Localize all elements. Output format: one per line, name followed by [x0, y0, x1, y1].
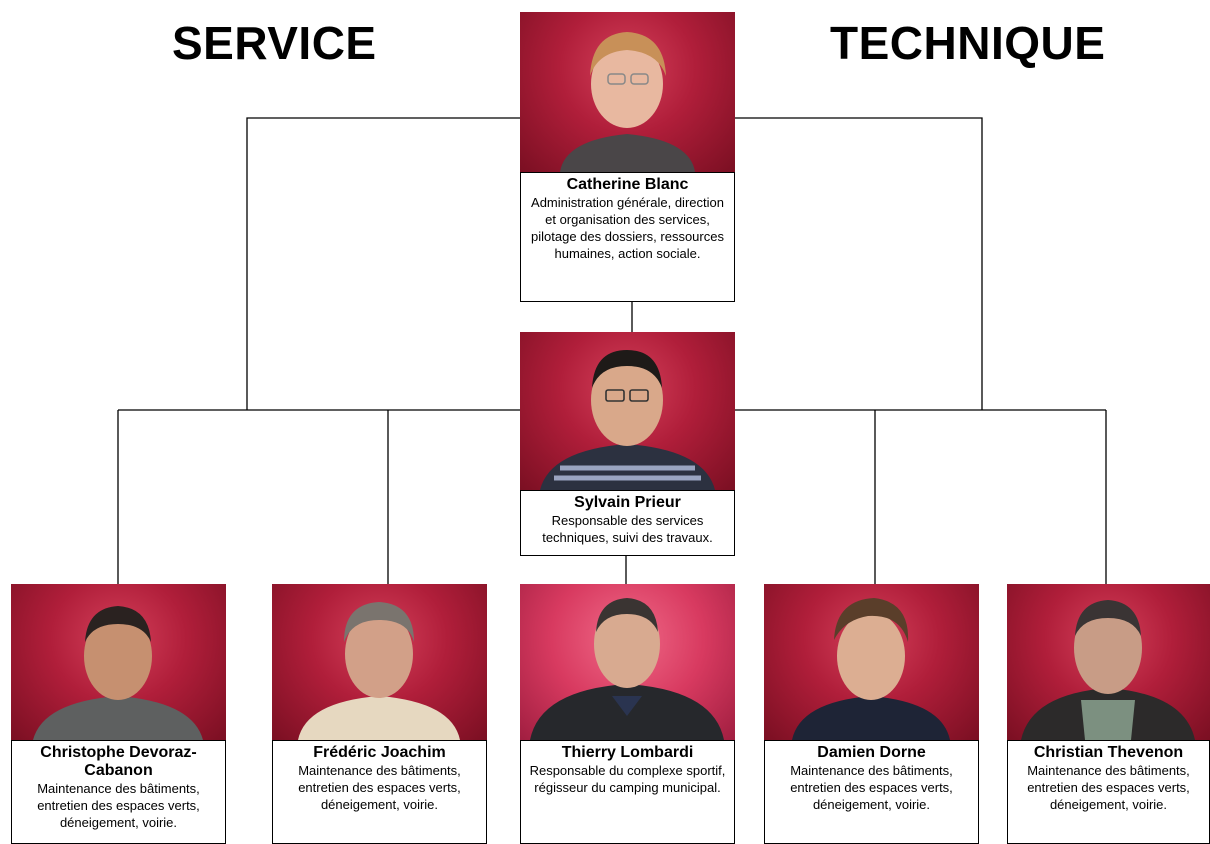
caption-staff-4: Damien Dorne Maintenance des bâtiments, …: [764, 740, 979, 844]
person-role: Maintenance des bâtiments, entretien des…: [37, 781, 200, 830]
person-name: Damien Dorne: [817, 744, 926, 761]
person-role: Maintenance des bâtiments, entretien des…: [1027, 763, 1190, 812]
photo-director: [520, 12, 735, 172]
photo-staff-1: [11, 584, 226, 740]
person-role: Responsable du complexe sportif, régisse…: [529, 763, 726, 795]
photo-staff-5: [1007, 584, 1210, 740]
person-name: Sylvain Prieur: [574, 494, 681, 511]
connector-director-right: [735, 117, 983, 410]
caption-manager: Sylvain Prieur Responsable des services …: [520, 490, 735, 556]
person-name: Frédéric Joachim: [313, 744, 446, 761]
caption-staff-2: Frédéric Joachim Maintenance des bâtimen…: [272, 740, 487, 844]
photo-manager: [520, 332, 735, 490]
person-name: Christophe Devoraz-Cabanon: [40, 744, 197, 779]
person-role: Administration générale, direction et or…: [531, 195, 724, 261]
caption-staff-1: Christophe Devoraz-Cabanon Maintenance d…: [11, 740, 226, 844]
caption-director: Catherine Blanc Administration générale,…: [520, 172, 735, 302]
photo-staff-3: [520, 584, 735, 740]
person-role: Responsable des services techniques, sui…: [542, 513, 713, 545]
title-technique: TECHNIQUE: [830, 17, 1106, 69]
photo-staff-4: [764, 584, 979, 740]
title-service: SERVICE: [172, 17, 377, 69]
person-role: Maintenance des bâtiments, entretien des…: [298, 763, 461, 812]
person-name: Catherine Blanc: [566, 176, 689, 193]
caption-staff-5: Christian Thevenon Maintenance des bâtim…: [1007, 740, 1210, 844]
caption-staff-3: Thierry Lombardi Responsable du complexe…: [520, 740, 735, 844]
person-name: Thierry Lombardi: [561, 744, 694, 761]
connector-director-left: [246, 117, 520, 410]
person-role: Maintenance des bâtiments, entretien des…: [790, 763, 953, 812]
photo-staff-2: [272, 584, 487, 740]
person-name: Christian Thevenon: [1033, 744, 1184, 761]
